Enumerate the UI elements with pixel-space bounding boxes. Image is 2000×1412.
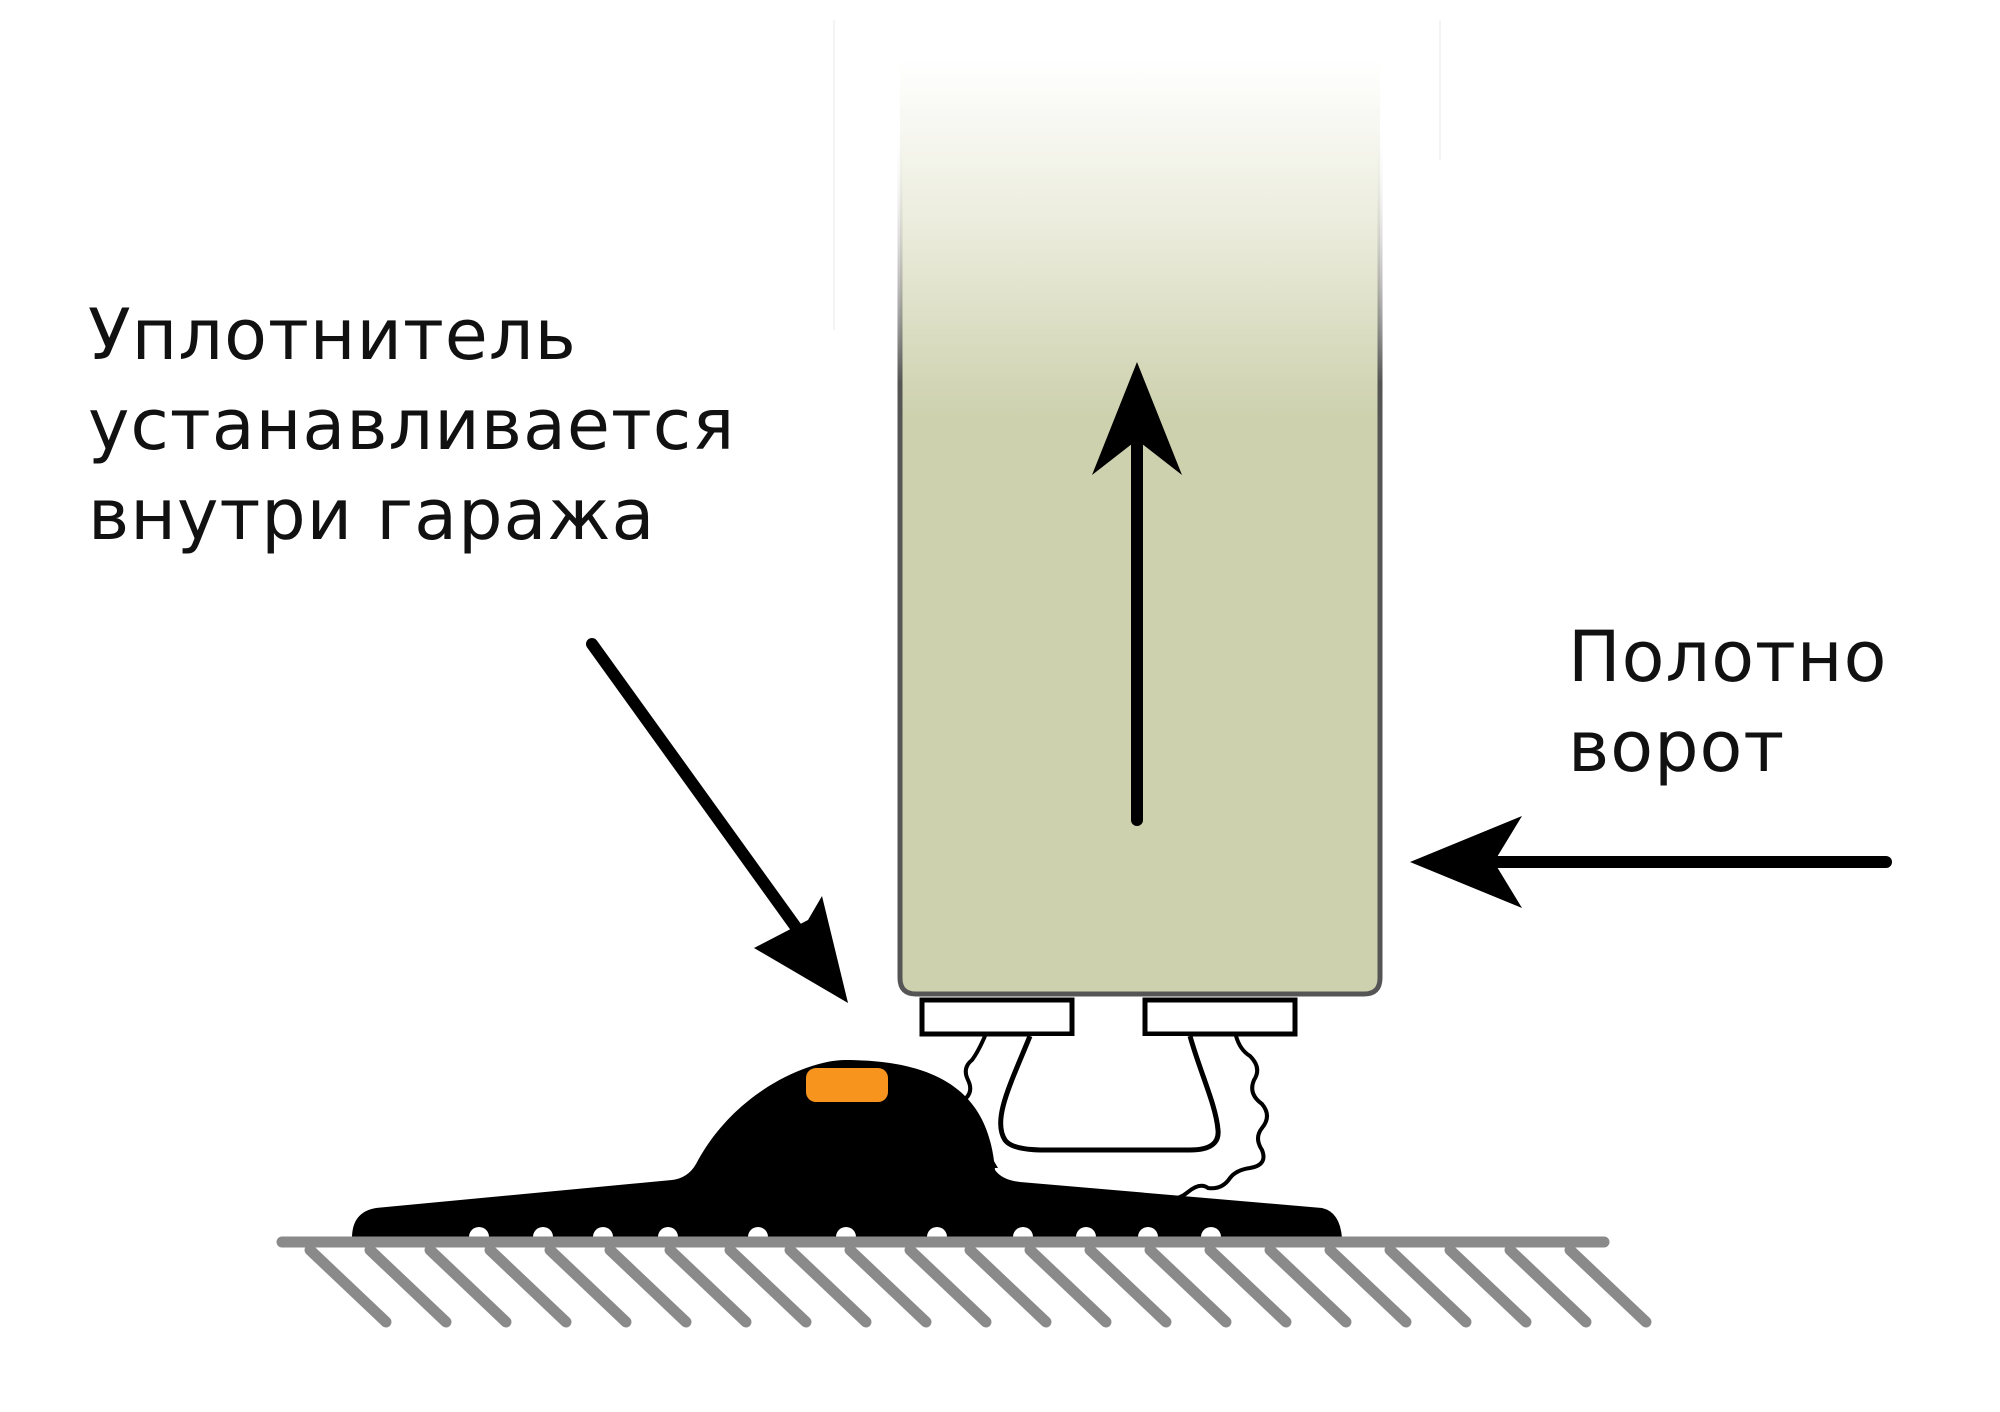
floor-hatch-line bbox=[304, 1244, 392, 1328]
floor-hatch-line bbox=[844, 1244, 932, 1328]
floor-hatch-line bbox=[1504, 1244, 1592, 1328]
floor-hatch-line bbox=[364, 1244, 452, 1328]
arrow-down-right-icon bbox=[586, 638, 848, 1003]
door-bottom-rubber bbox=[958, 1035, 1269, 1202]
floor-hatch-line bbox=[964, 1244, 1052, 1328]
floor-hatch-line bbox=[484, 1244, 572, 1328]
door-label-line-1: Полотно bbox=[1568, 616, 1888, 698]
arrow-left-icon bbox=[1410, 816, 1892, 908]
seal-location-label: Уплотнитель устанавливается внутри гараж… bbox=[88, 290, 735, 560]
floor-hatch-line bbox=[544, 1244, 632, 1328]
floor-hatch-line bbox=[1384, 1244, 1472, 1328]
floor-hatch-line bbox=[1084, 1244, 1172, 1328]
door-panel-label: Полотно ворот bbox=[1568, 612, 1887, 792]
seal-label-line-3: внутри гаража bbox=[88, 474, 656, 556]
seal-label-line-1: Уплотнитель bbox=[88, 294, 577, 376]
door-bottom-bracket-left bbox=[919, 997, 1075, 1037]
floor-hatch-line bbox=[1324, 1244, 1412, 1328]
floor-hatch-line bbox=[1264, 1244, 1352, 1328]
floor-hatch-line bbox=[1444, 1244, 1532, 1328]
floor-hatch-line bbox=[904, 1244, 992, 1328]
floor bbox=[276, 1236, 1652, 1328]
floor-hatch-line bbox=[664, 1244, 752, 1328]
door-bottom-bracket-right bbox=[1142, 997, 1298, 1037]
floor-hatch-line bbox=[1204, 1244, 1292, 1328]
floor-hatch-line bbox=[784, 1244, 872, 1328]
seal-label-line-2: устанавливается bbox=[88, 384, 736, 466]
arrow-up-icon bbox=[1092, 362, 1182, 826]
floor-hatch-line bbox=[1564, 1244, 1652, 1328]
door-label-line-2: ворот bbox=[1568, 706, 1786, 788]
floor-hatch-line bbox=[1144, 1244, 1232, 1328]
floor-hatch-line bbox=[1024, 1244, 1112, 1328]
floor-hatch-line bbox=[604, 1244, 692, 1328]
seal-orange-insert bbox=[806, 1068, 888, 1102]
floor-hatch-line bbox=[724, 1244, 812, 1328]
floor-hatch-line bbox=[424, 1244, 512, 1328]
